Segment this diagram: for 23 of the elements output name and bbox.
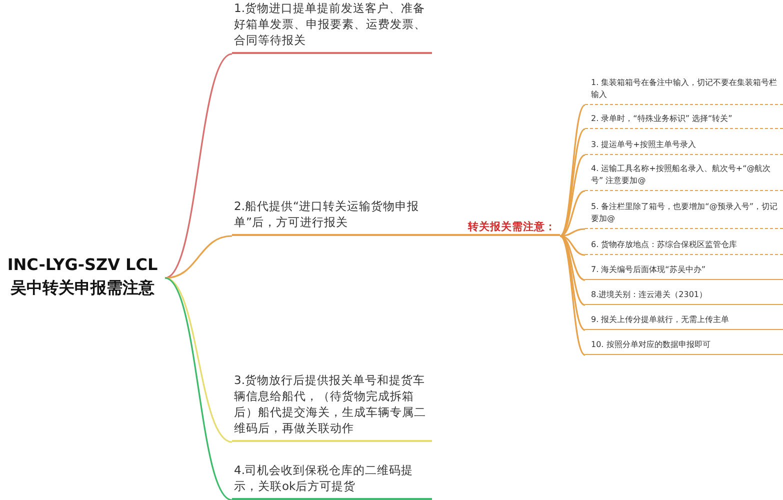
- branch-topic: 2.船代提供“进口转关运输货物申报单”后，方可进行报关: [232, 196, 466, 236]
- title-text: 吴中转关申报需注意: [10, 277, 156, 299]
- branch-topic: 3.货物放行后提供报关单号和提货车辆信息给船代，（待货物完成拆箱后）船代提交海关，生成车辆专属二维码后，再做关联动作: [232, 370, 432, 442]
- note-item: 2. 录单时，“特殊业务标识” 选择“转关”: [585, 108, 783, 129]
- note-item: 9. 报关上传分提单就行，无需上传主单: [585, 309, 783, 330]
- note-item: 3. 提运单号+按照主单号录入: [585, 134, 783, 155]
- section-heading: 转关报关需注意：: [466, 216, 560, 236]
- branch-line: [560, 128, 586, 237]
- branch-line: [560, 235, 586, 331]
- title-text: INC-LYG-SZV LCL: [6, 254, 159, 276]
- note-item: 8.进境关别：连云港关（2301）: [585, 284, 783, 305]
- note-item: 10. 按照分单对应的数据申报即可: [585, 334, 783, 355]
- note-item: 5. 备注栏里除了箱号，也要增加“@预录入号”，切记要加@: [585, 194, 783, 229]
- branch-line: [164, 235, 232, 279]
- note-item: 7. 海关编号后面体现“苏吴中办”: [585, 259, 783, 280]
- branch-topic: 1.货物进口提单提前发送客户、准备好箱单发票、申报要素、运费发票、合同等待报关: [232, 2, 432, 54]
- note-item: 4. 运输工具名称+按照船名录入、航次号+“@航次号” 注意要加@: [585, 160, 783, 191]
- note-item: 6. 货物存放地点：苏综合保税区监管仓库: [585, 234, 783, 255]
- branch-line: [164, 53, 232, 279]
- branch-topic: 4.司机会收到保税仓库的二维码提示，关联ok后方可提货: [232, 462, 432, 500]
- branch-line: [164, 277, 232, 500]
- branch-line: [560, 235, 586, 356]
- note-item: 1. 集装箱箱号在备注中输入，切记不要在集装箱号栏输入: [585, 74, 783, 105]
